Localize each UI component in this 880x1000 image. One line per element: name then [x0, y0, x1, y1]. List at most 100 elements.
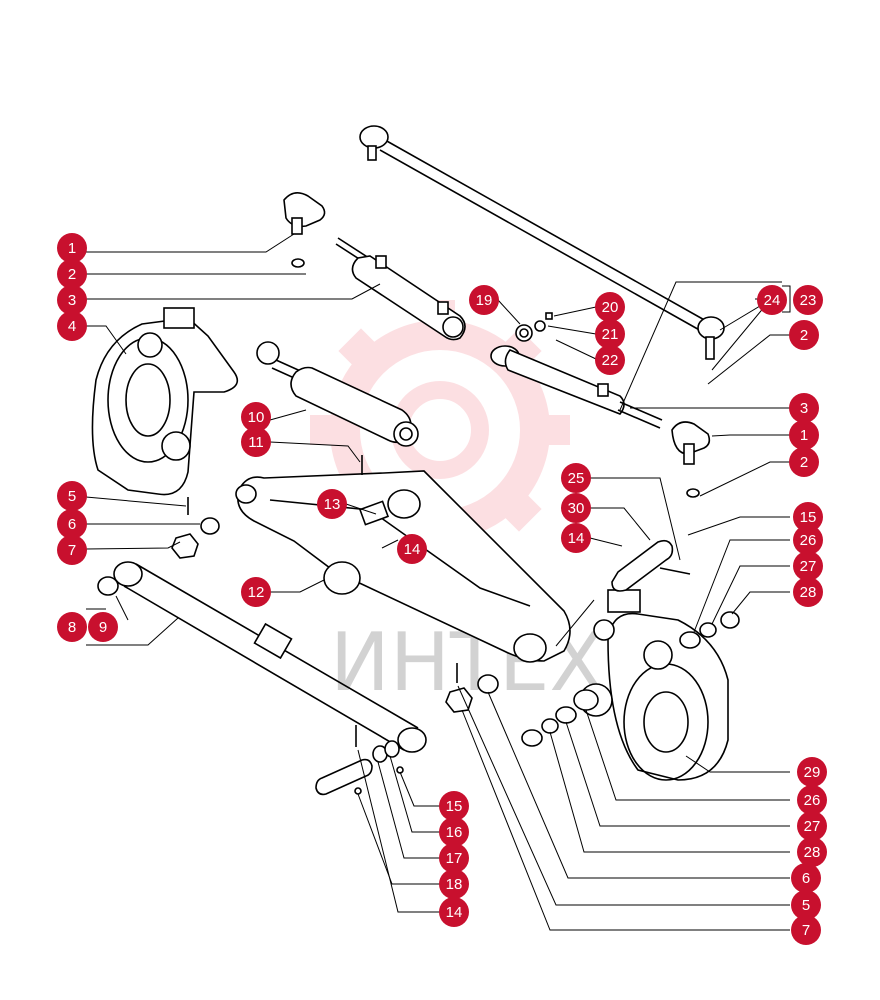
callout-number: 1: [68, 240, 76, 257]
callout-number: 24: [764, 292, 781, 309]
callout-number: 13: [324, 496, 341, 513]
callout-number: 20: [602, 299, 619, 316]
callout-24: 24: [757, 285, 787, 315]
callout-4: 4: [57, 311, 87, 341]
callout-badge-icon: [793, 285, 823, 315]
callout-badge-icon: [561, 463, 591, 493]
callout-number: 6: [68, 516, 76, 533]
callout-number: 14: [404, 541, 421, 558]
ball-joint-right: [671, 421, 711, 498]
callout-23: 23: [793, 285, 823, 315]
callout-28: 28: [793, 577, 823, 607]
steering-cylinder-left: [335, 237, 466, 341]
callout-badge-icon: [797, 757, 827, 787]
callout-badge-icon: [791, 915, 821, 945]
callout-28: 28: [797, 837, 827, 867]
callout-badge-icon: [791, 863, 821, 893]
callout-badge-icon: [797, 785, 827, 815]
leader-line: [381, 539, 399, 549]
callout-badge-icon: [241, 402, 271, 432]
callout-20: 20: [595, 292, 625, 322]
callout-badge-icon: [595, 292, 625, 322]
callout-number: 2: [68, 266, 76, 283]
callout-badge-icon: [439, 869, 469, 899]
callout-19: 19: [469, 285, 499, 315]
leader-line: [399, 771, 440, 807]
callout-2: 2: [57, 259, 87, 289]
callout-number: 14: [446, 904, 463, 921]
callout-badge-icon: [789, 320, 819, 350]
callout-number: 29: [804, 764, 821, 781]
callout-badge-icon: [793, 502, 823, 532]
callout-2: 2: [789, 447, 819, 477]
callout-badge-icon: [561, 523, 591, 553]
callout-number: 2: [800, 454, 808, 471]
callout-number: 15: [446, 798, 463, 815]
ball-joint-left: [283, 192, 326, 268]
steering-knuckle-right: [579, 589, 729, 781]
callout-26: 26: [797, 785, 827, 815]
callout-badge-icon: [789, 393, 819, 423]
callout-number: 1: [800, 427, 808, 444]
leader-line: [565, 721, 790, 827]
callout-1: 1: [789, 420, 819, 450]
callout-badge-icon: [397, 534, 427, 564]
leader-line: [86, 595, 179, 646]
leader-line: [377, 761, 440, 859]
callout-number: 10: [248, 409, 265, 426]
callout-number: 2: [800, 327, 808, 344]
pin-set: [315, 725, 404, 796]
callout-number: 16: [446, 824, 463, 841]
callout-14: 14: [439, 897, 469, 927]
callout-badge-icon: [439, 817, 469, 847]
callout-6: 6: [57, 509, 87, 539]
leader-line: [619, 281, 791, 411]
leader-line: [699, 461, 790, 497]
leader-line: [555, 339, 597, 360]
callout-badge-icon: [793, 551, 823, 581]
callout-badge-icon: [57, 481, 87, 511]
callout-number: 27: [804, 818, 821, 835]
callout-5: 5: [791, 890, 821, 920]
lift-cylinder: [256, 341, 419, 447]
leader-line: [345, 503, 377, 515]
callout-badge-icon: [793, 525, 823, 555]
callout-badge-icon: [561, 493, 591, 523]
callout-number: 19: [476, 292, 493, 309]
callout-number: 8: [68, 619, 76, 636]
callout-badge-icon: [797, 837, 827, 867]
callout-number: 7: [68, 542, 76, 559]
leader-line: [711, 434, 790, 437]
callout-number: 6: [802, 870, 810, 887]
callout-number: 12: [248, 584, 265, 601]
callout-number: 3: [800, 400, 808, 417]
callout-5: 5: [57, 481, 87, 511]
callout-badge-icon: [595, 345, 625, 375]
callout-1: 1: [57, 233, 87, 263]
callout-number: 28: [804, 844, 821, 861]
callout-badge-icon: [57, 509, 87, 539]
callout-badge-icon: [439, 843, 469, 873]
leader-line: [687, 516, 790, 536]
leader-line: [589, 537, 623, 547]
leader-line: [487, 691, 790, 879]
callout-badge-icon: [57, 285, 87, 315]
callout-17: 17: [439, 843, 469, 873]
callout-22: 22: [595, 345, 625, 375]
callout-number: 4: [68, 318, 76, 335]
callout-number: 21: [602, 326, 619, 343]
callout-number: 26: [804, 792, 821, 809]
leader-line: [590, 507, 651, 541]
callout-15: 15: [439, 791, 469, 821]
callout-8: 8: [57, 612, 87, 642]
callout-badge-icon: [439, 791, 469, 821]
leader-line: [585, 709, 790, 801]
callout-21: 21: [595, 319, 625, 349]
callout-number: 7: [802, 922, 810, 939]
radius-rod: [97, 561, 427, 753]
steering-knuckle-left: [91, 307, 239, 496]
callout-11: 11: [241, 427, 271, 457]
callout-number: 9: [99, 619, 107, 636]
